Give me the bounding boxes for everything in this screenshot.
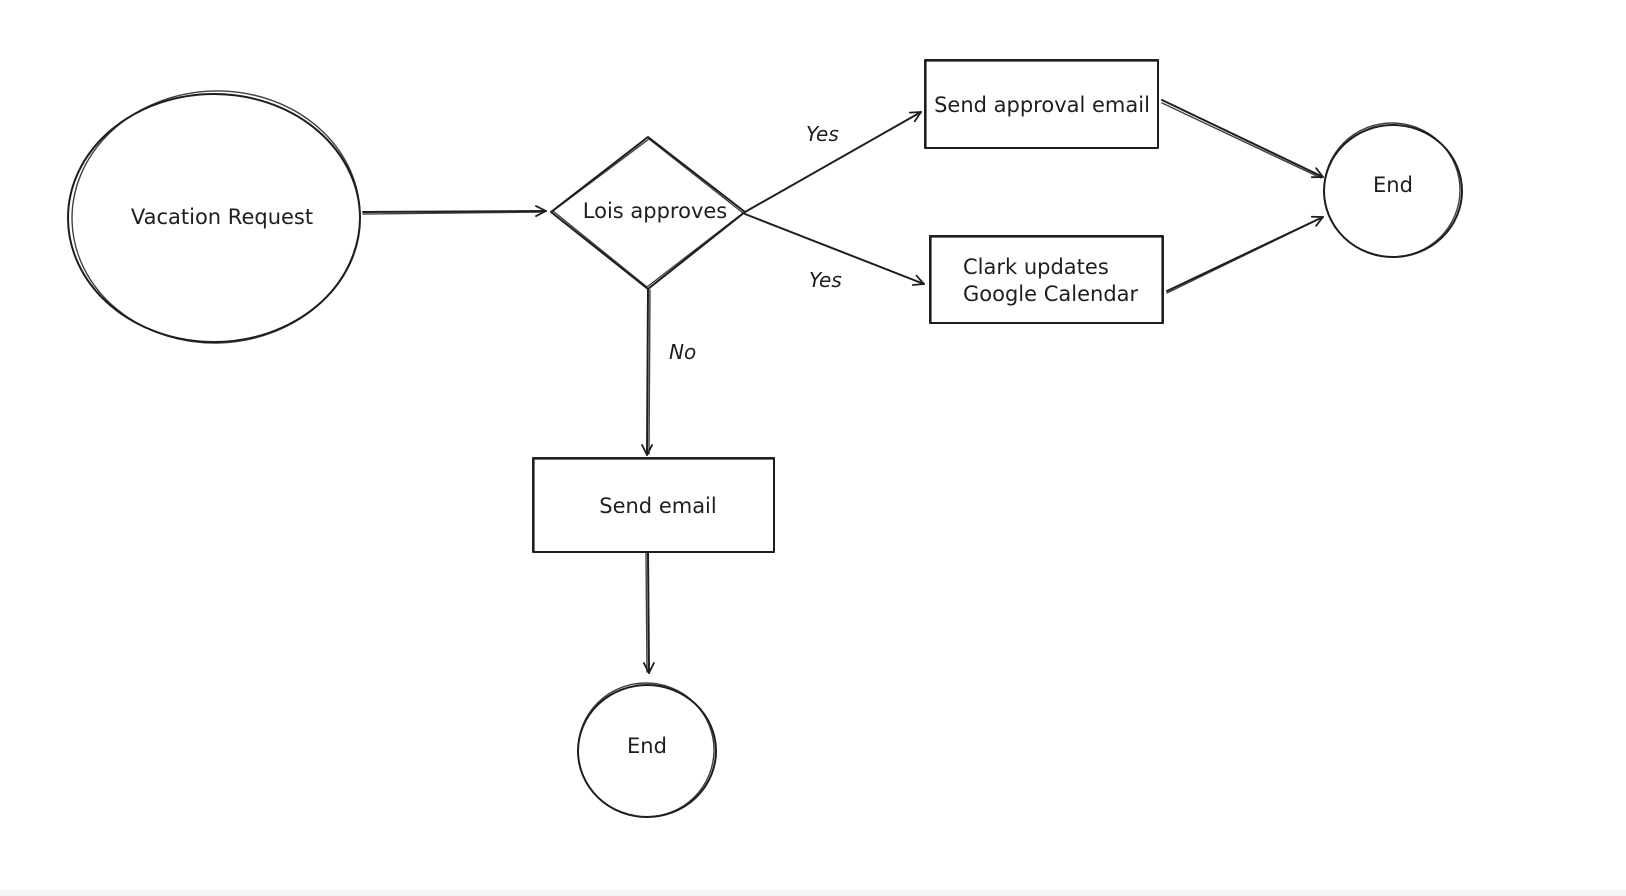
edge-calendar-to-end — [1166, 215, 1324, 294]
edge-start-to-decision — [362, 205, 547, 217]
calendar-label-line1: Clark updates — [963, 255, 1109, 279]
calendar-node[interactable]: Clark updates Google Calendar — [929, 235, 1164, 324]
end-node-right-label: End — [1373, 173, 1413, 197]
edge-decision-to-approval — [744, 111, 922, 213]
send-email-label: Send email — [599, 494, 716, 518]
end-node-right[interactable]: End — [1323, 122, 1463, 258]
end-node-bottom[interactable]: End — [577, 682, 717, 818]
end-node-bottom-label: End — [627, 734, 667, 758]
edge-send-email-to-end — [643, 551, 655, 674]
edge-approval-to-end — [1161, 99, 1324, 179]
decision-node[interactable]: Lois approves — [550, 136, 746, 290]
edge-decision-to-calendar — [744, 213, 925, 286]
send-email-node[interactable]: Send email — [532, 457, 775, 553]
edge-label-no: No — [669, 340, 696, 364]
approval-email-label: Send approval email — [934, 93, 1150, 117]
decision-node-label: Lois approves — [583, 199, 727, 223]
start-node-label: Vacation Request — [131, 205, 313, 229]
canvas-bottom-strip — [0, 890, 1626, 896]
edge-label-yes-bottom: Yes — [809, 268, 842, 292]
calendar-label-line2: Google Calendar — [963, 282, 1139, 306]
edge-label-yes-top: Yes — [806, 122, 839, 146]
edge-decision-to-send-email — [641, 288, 653, 456]
approval-email-node[interactable]: Send approval email — [924, 59, 1159, 149]
start-node[interactable]: Vacation Request — [67, 86, 365, 348]
